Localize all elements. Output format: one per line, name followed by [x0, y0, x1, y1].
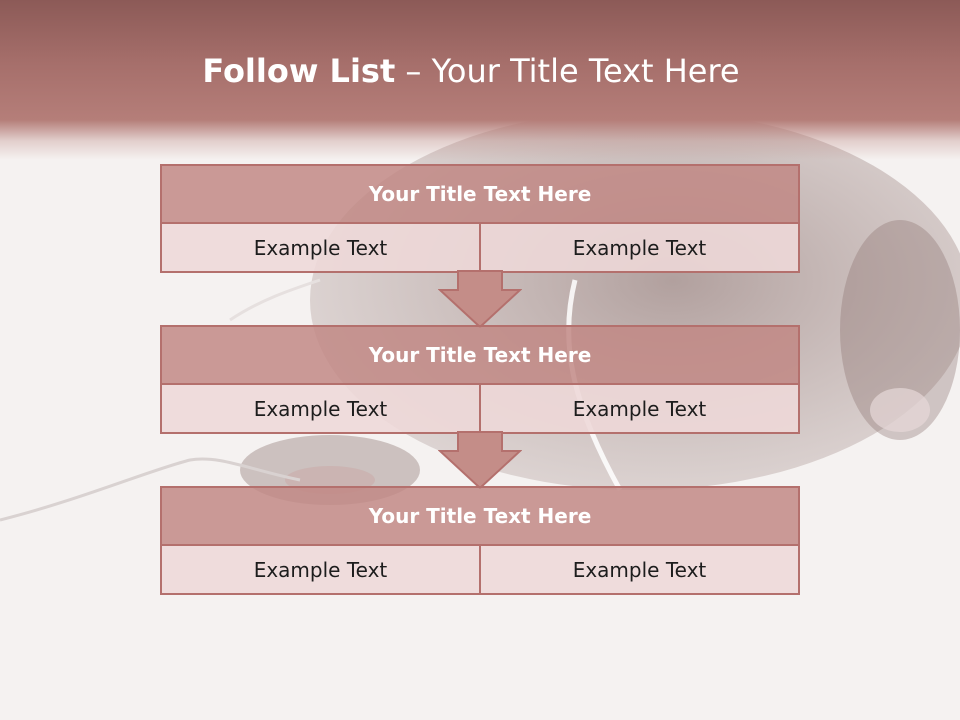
block-cell-left: Example Text — [162, 224, 479, 271]
slide-title: Follow List – Your Title Text Here — [0, 52, 942, 90]
block-cell-right: Example Text — [479, 224, 798, 271]
title-rest: – Your Title Text Here — [395, 52, 740, 90]
title-bold: Follow List — [202, 52, 396, 90]
block-cell-right: Example Text — [479, 546, 798, 593]
list-block-3: Your Title Text Here Example Text Exampl… — [160, 486, 800, 595]
down-arrow-icon — [438, 270, 522, 328]
list-block-1: Your Title Text Here Example Text Exampl… — [160, 164, 800, 273]
block-title: Your Title Text Here — [162, 327, 798, 385]
block-cell-left: Example Text — [162, 385, 479, 432]
list-block-2: Your Title Text Here Example Text Exampl… — [160, 325, 800, 434]
block-title: Your Title Text Here — [162, 488, 798, 546]
header-band — [0, 0, 960, 160]
down-arrow-icon — [438, 431, 522, 489]
block-cell-left: Example Text — [162, 546, 479, 593]
block-cell-right: Example Text — [479, 385, 798, 432]
block-title: Your Title Text Here — [162, 166, 798, 224]
